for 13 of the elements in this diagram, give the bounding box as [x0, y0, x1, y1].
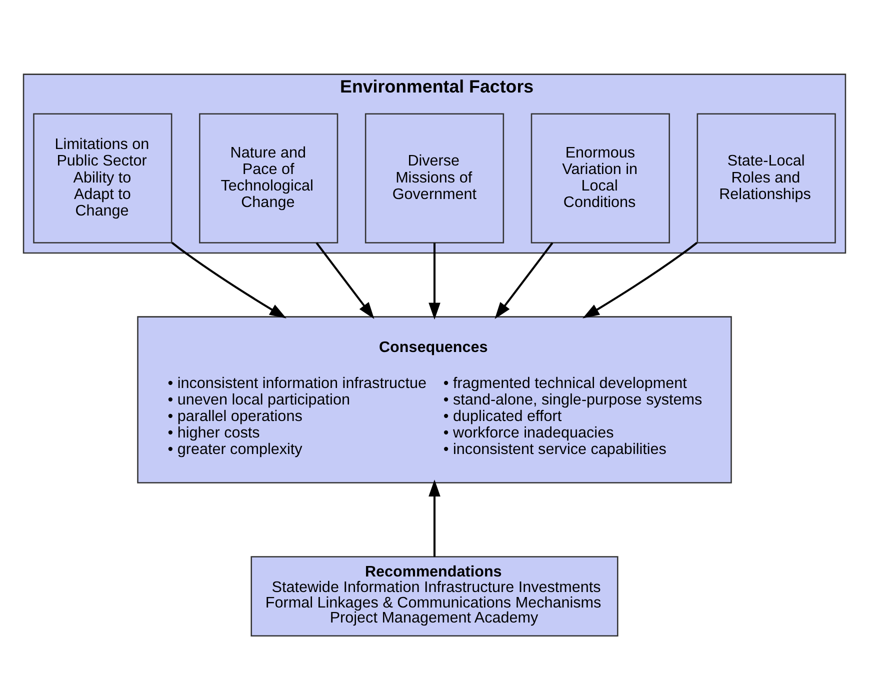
node-box: State-Local Roles and Relationships — [696, 113, 836, 244]
node-box: Consequences • inconsistent information infrastructue • uneven local participation • parallel operations • higher costs • greater complexity • fragmented technical development • stand-alone, single-purpose systems • duplicated effort • workforce inadequacies • inconsistent service capabilities — [137, 316, 732, 484]
node-box: Enormous Variation in Local Conditions — [530, 113, 670, 244]
node-box: Limitations on Public Sector Ability to Adapt to Change — [33, 113, 172, 244]
arrow — [428, 242, 440, 320]
node-box: Recommendations Statewide Information Infrastructure Investments Formal Linkages & Communications Mechanisms Project Management Academy — [250, 556, 618, 637]
arrow — [582, 242, 698, 318]
arrow — [494, 242, 554, 320]
arrow — [428, 480, 440, 557]
node-box: Nature and Pace of Technological Change — [199, 113, 338, 244]
node-box: Diverse Missions of Government — [364, 113, 504, 244]
arrow — [316, 242, 374, 320]
arrow — [171, 242, 286, 318]
